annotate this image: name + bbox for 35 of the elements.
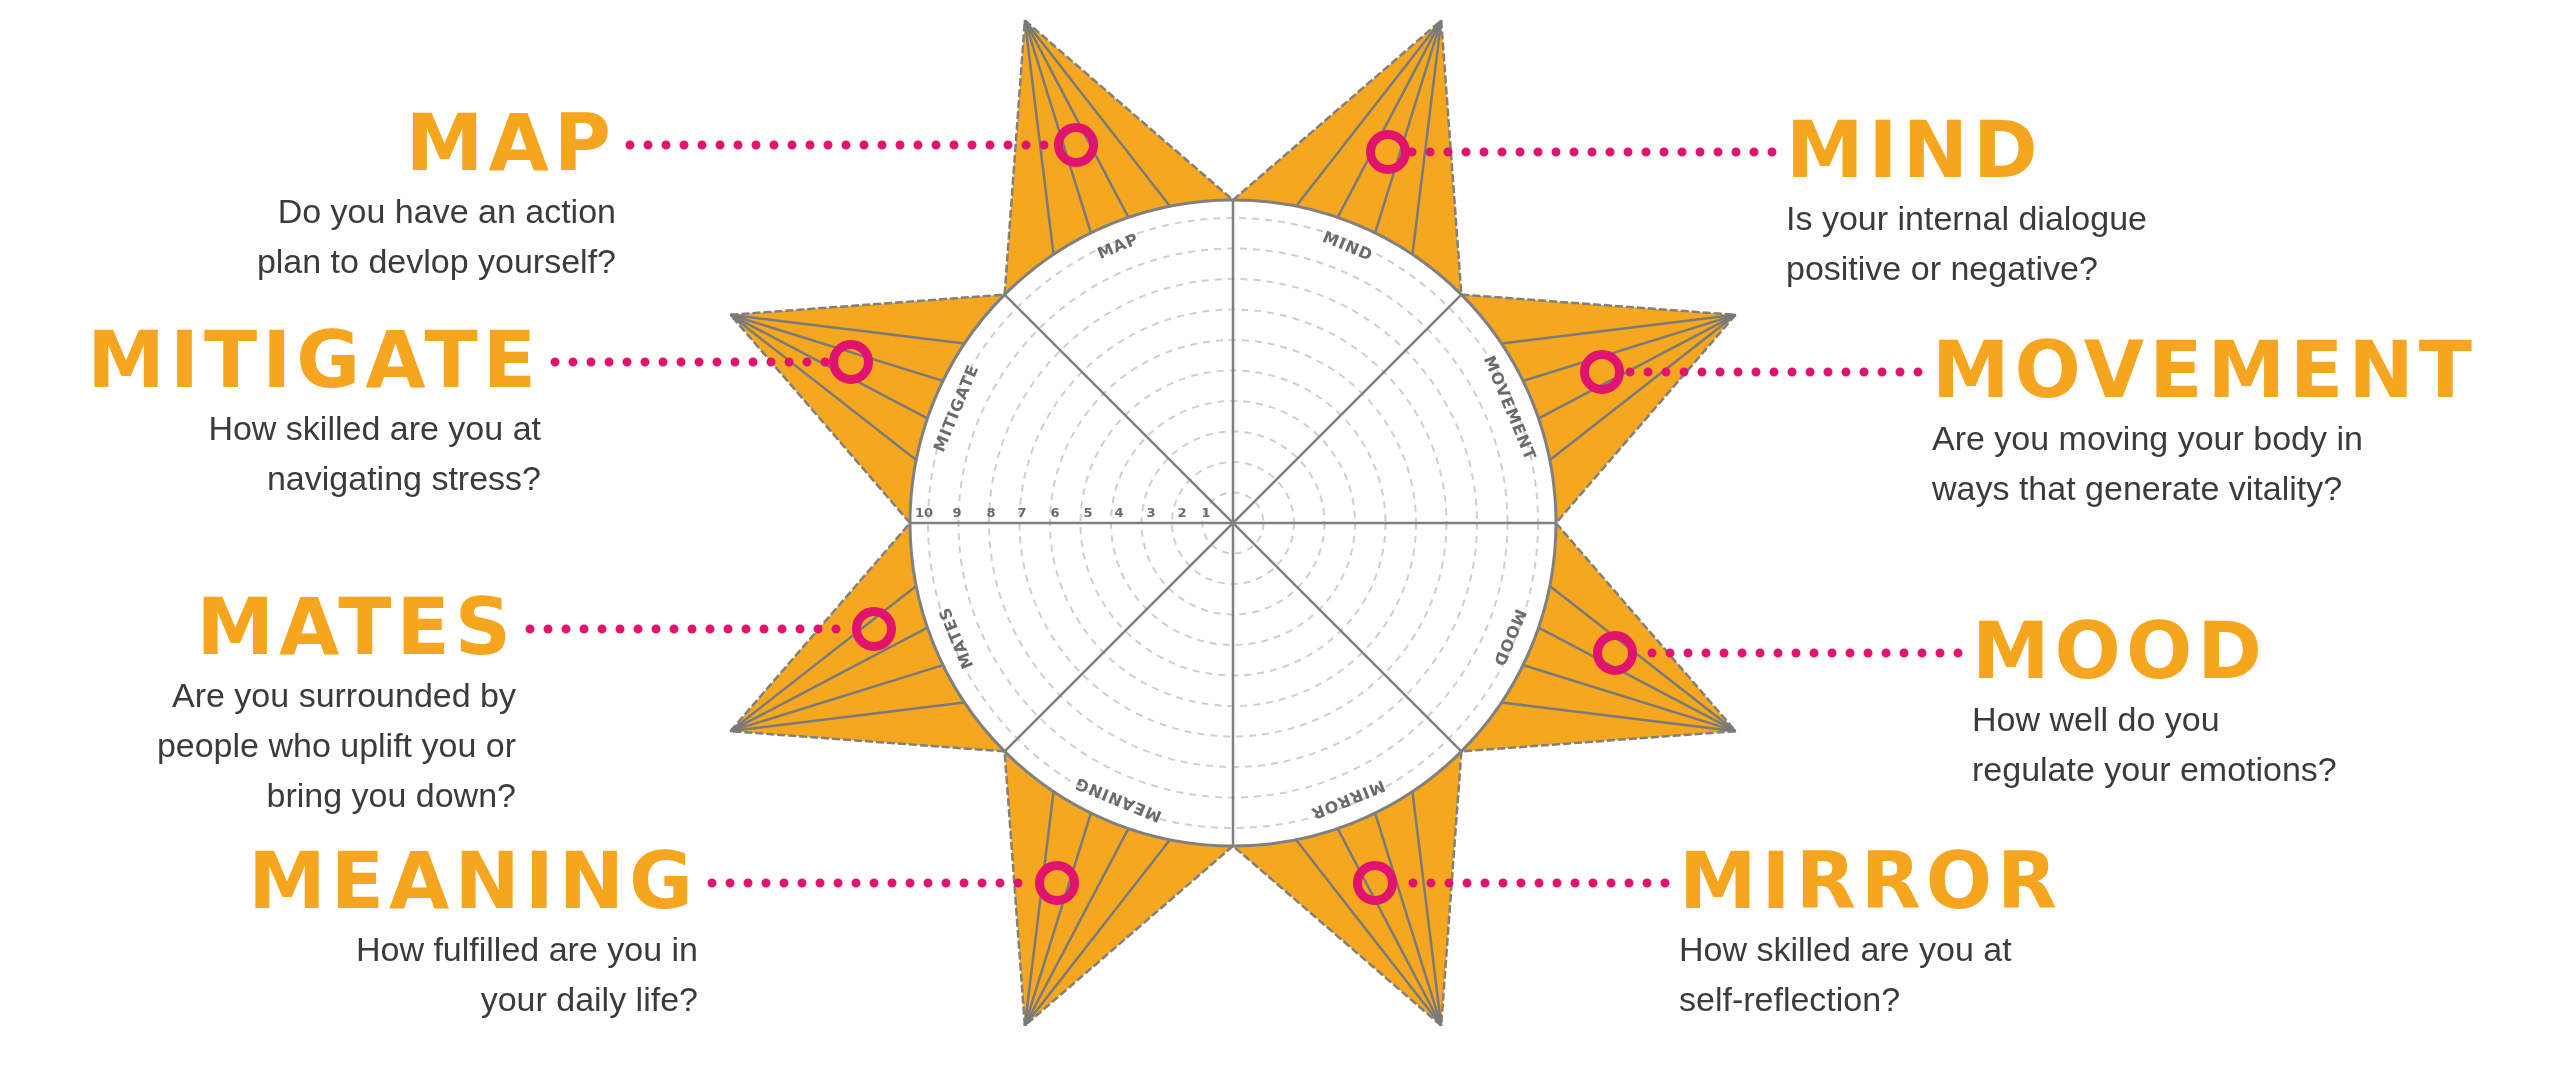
scale-number: 2 — [1177, 504, 1187, 520]
scale-number: 4 — [1114, 504, 1124, 520]
category-heading: MOOD — [1972, 606, 2267, 696]
scale-number: 6 — [1050, 504, 1060, 520]
scale-number: 1 — [1201, 504, 1211, 520]
sector-label: MAP — [1094, 228, 1142, 263]
category-heading: MATES — [196, 582, 516, 672]
question-text: Is your internal dialogue positive or negative? — [1786, 198, 2148, 289]
question-text: Do you have an action plan to devlop yourself? — [255, 191, 616, 282]
scale-number: 9 — [952, 504, 962, 520]
question-text: How skilled are you at navigating stress? — [207, 408, 541, 499]
category-heading: MAP — [405, 98, 616, 188]
question-text: How well do you regulate your emotions? — [1972, 699, 2338, 790]
category-heading: MEANING — [248, 836, 698, 926]
marker-ring — [1035, 861, 1079, 905]
marker-ring — [1353, 861, 1397, 905]
scale-number: 7 — [1017, 504, 1027, 520]
category-heading: MIND — [1786, 105, 2043, 195]
marker-ring — [1054, 123, 1098, 167]
marker-ring — [852, 607, 896, 651]
scale-number: 3 — [1146, 504, 1156, 520]
scale-number: 5 — [1083, 504, 1093, 520]
question-text: How fulfilled are you in your daily life? — [354, 929, 698, 1020]
scale-number: 10 — [914, 504, 934, 520]
question-text: How skilled are you at self-reflection? — [1679, 929, 2013, 1020]
category-heading: MITIGATE — [87, 315, 541, 405]
marker-ring — [1593, 631, 1637, 675]
marker-ring — [829, 340, 873, 384]
question-text: Are you surrounded by people who uplift you or bring you down? — [155, 675, 516, 816]
marker-ring — [1580, 350, 1624, 394]
category-heading: MOVEMENT — [1932, 325, 2477, 415]
question-text: Are you moving your body in ways that generate vitality? — [1932, 418, 2364, 509]
scale-number: 8 — [986, 504, 996, 520]
marker-ring — [1366, 130, 1410, 174]
category-heading: MIRROR — [1679, 836, 2063, 926]
